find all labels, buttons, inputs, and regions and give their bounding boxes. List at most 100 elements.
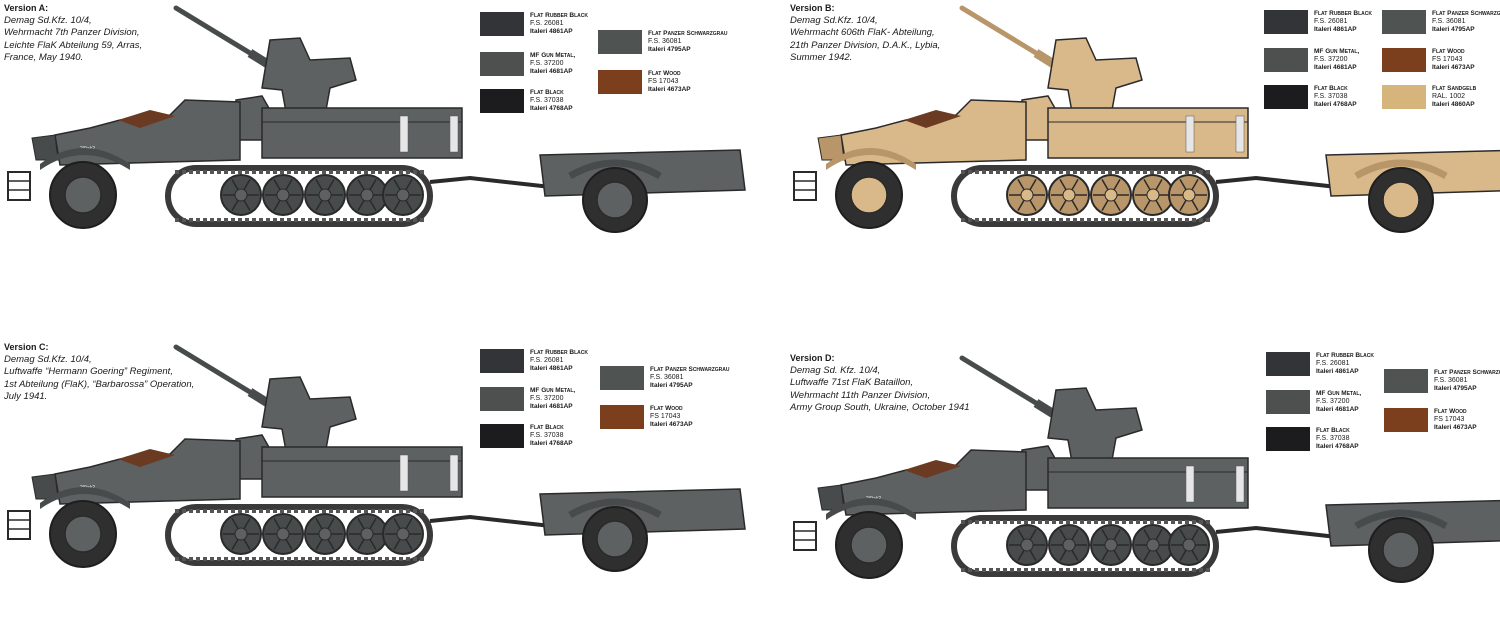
paint-fs: F.S. 37038 (530, 431, 564, 439)
paint-fs: F.S. 37200 (530, 394, 564, 402)
paint-name: Flat Rubber Black (530, 12, 588, 19)
version-description-line: Wehrmacht 11th Panzer Division, (790, 389, 931, 401)
version-description-line: Summer 1942. (790, 52, 853, 64)
paint-name: Flat Rubber Black (530, 349, 588, 356)
halftrack-illustration: 2/9ak2 (7, 344, 746, 572)
paint-fs: F.S. 37038 (530, 96, 564, 104)
paint-code: Italeri 4681AP (530, 402, 573, 410)
paint-name: Flat Wood (1434, 408, 1467, 415)
paint-name: Flat Panzer Schwarzgrau (648, 30, 728, 37)
flak-gun-mount (1047, 37, 1143, 113)
vehicle-hood (840, 449, 1027, 516)
flak-gun-mount (261, 376, 357, 452)
paint-fs: FS 17043 (650, 412, 681, 420)
paint-fs: F.S. 36081 (1434, 376, 1468, 384)
version-caption: Version A:Demag Sd.Kfz. 10/4,Wehrmacht 7… (4, 2, 254, 65)
version-description-line: July 1941. (4, 391, 48, 403)
color-chip (1382, 85, 1426, 109)
paint-code: Italeri 4768AP (1316, 442, 1359, 450)
cargo-bed (1047, 457, 1249, 509)
paint-fs: F.S. 26081 (1314, 17, 1348, 25)
paint-name: Flat Rubber Black (1316, 352, 1374, 359)
track-assembly (951, 165, 1219, 227)
version-caption: Version D:Demag Sd. Kfz. 10/4,Luftwaffe … (790, 352, 1040, 415)
version-description-line: Wehrmacht 7th Panzer Division, (4, 27, 140, 39)
paint-fs: FS 17043 (648, 77, 679, 85)
color-chip (480, 52, 524, 76)
paint-name: Flat Black (1314, 85, 1348, 92)
paint-code: Italeri 4673AP (1434, 423, 1477, 431)
vehicle-hood (840, 99, 1027, 166)
color-chip (1266, 427, 1310, 451)
version-description-line: 1st Abteilung (FlaK), “Barbarossa” Opera… (4, 378, 195, 390)
paint-code: Italeri 4673AP (1432, 63, 1475, 71)
paint-code: Italeri 4795AP (1434, 384, 1477, 392)
version-description-line: Army Group South, Ukraine, October 1941 (790, 402, 970, 414)
version-title: Version C: (4, 342, 49, 352)
paint-name: Flat Wood (650, 405, 683, 412)
paint-code: Italeri 4681AP (1314, 63, 1357, 71)
paint-code: Italeri 4861AP (530, 27, 573, 35)
color-chip (598, 30, 642, 54)
paint-code: Italeri 4768AP (530, 439, 573, 447)
paint-fs: FS 17043 (1432, 55, 1463, 63)
color-chip (1264, 85, 1308, 109)
color-chip (1264, 48, 1308, 72)
paint-name: Flat Wood (1432, 48, 1465, 55)
color-chip (1382, 10, 1426, 34)
paint-fs: FS 17043 (1434, 415, 1465, 423)
track-assembly (165, 165, 433, 227)
track-assembly (951, 515, 1219, 577)
paint-fs: F.S. 26081 (1316, 359, 1350, 367)
color-chip (480, 89, 524, 113)
version-d-panel: 2/9ak2 Version D:Demag Sd. Kfz. 10/4,Luf… (786, 350, 1500, 639)
version-caption: Version B:Demag Sd.Kfz. 10/4,Wehrmacht 6… (790, 2, 1040, 65)
paint-name: Flat Panzer Schwarzgrau (1434, 369, 1500, 376)
paint-fs: F.S. 37038 (1316, 434, 1350, 442)
paint-name: Flat Black (530, 89, 564, 96)
paint-fs: F.S. 37200 (530, 59, 564, 67)
color-chip (1384, 408, 1428, 432)
paint-code: Italeri 4673AP (648, 85, 691, 93)
paint-fs: F.S. 37200 (1314, 55, 1348, 63)
paint-code: Italeri 4673AP (650, 420, 693, 428)
cargo-bed (261, 446, 463, 498)
color-chip (598, 70, 642, 94)
paint-code: Italeri 4861AP (1316, 367, 1359, 375)
paint-code: Italeri 4795AP (650, 381, 693, 389)
version-description-line: Demag Sd.Kfz. 10/4, (790, 14, 878, 26)
version-description-line: France, May 1940. (4, 52, 84, 64)
paint-code: Italeri 4861AP (530, 364, 573, 372)
version-description-line: Leichte FlaK Abteilung 59, Arras, (4, 39, 143, 51)
version-description-line: 21th Panzer Division, D.A.K., Lybia, (790, 39, 941, 51)
version-description-line: Demag Sd. Kfz. 10/4, (790, 364, 881, 376)
vehicle-hood (54, 438, 241, 505)
color-chip (600, 405, 644, 429)
flak-gun-mount (1047, 387, 1143, 463)
color-chip (600, 366, 644, 390)
paint-fs: F.S. 37038 (1314, 92, 1348, 100)
paint-name: Flat Wood (648, 70, 681, 77)
vehicle-hood (54, 99, 241, 166)
version-description-line: Luftwaffe “Hermann Goering” Regiment, (4, 366, 173, 378)
version-c-panel: 2/9ak2 Version C:Demag Sd.Kfz. 10/4,Luft… (0, 339, 750, 628)
paint-fs: RAL. 1002 (1432, 92, 1466, 100)
paint-code: Italeri 4768AP (530, 104, 573, 112)
halftrack-illustration (793, 5, 1500, 233)
version-description-line: Luftwaffe 71st FlaK Bataillon, (790, 377, 914, 389)
paint-code: Italeri 4861AP (1314, 25, 1357, 33)
version-a-panel: 2/9ak2 Version A:Demag Sd.Kfz. 10/4,Wehr… (0, 0, 750, 289)
paint-fs: F.S. 36081 (648, 37, 682, 45)
